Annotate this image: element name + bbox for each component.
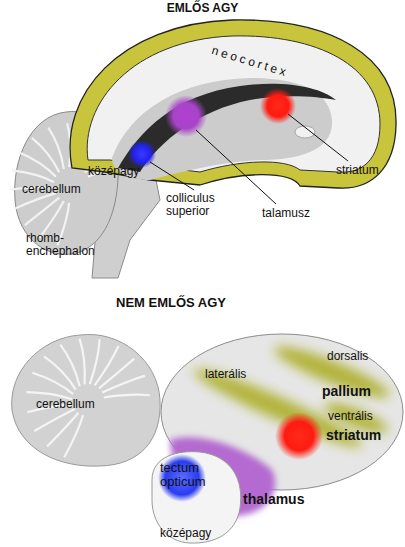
folium-stroke — [99, 359, 134, 389]
folium-stroke — [12, 170, 54, 182]
diagram-title: EMLŐS AGY — [0, 1, 405, 15]
region-label: rhomb- enchephalon — [26, 232, 102, 258]
folium-stroke — [34, 409, 75, 431]
colliculus-spot — [128, 140, 156, 168]
folium-stroke — [90, 339, 100, 384]
region-label: középagy — [160, 527, 211, 540]
mammal-brain — [10, 20, 396, 278]
striatum-spot — [275, 412, 323, 460]
folium-stroke — [60, 345, 79, 387]
region-label: talamusz — [262, 207, 310, 220]
diagram-heading: NEM EMLŐS AGY — [116, 296, 226, 310]
nonmammal-brain — [12, 334, 403, 543]
folium-stroke — [95, 346, 119, 385]
thalamus-spot — [165, 95, 207, 137]
region-label: pallium — [322, 384, 371, 399]
folium-stroke — [102, 376, 145, 393]
region-label: striatum — [326, 428, 381, 443]
cerebrum-outline — [161, 334, 403, 490]
region-label: középagy — [88, 165, 139, 178]
folium-stroke — [32, 138, 59, 172]
region-label: thalamus — [243, 492, 304, 507]
region-label: laterális — [205, 368, 246, 381]
neocortex-band — [70, 20, 396, 188]
leader-line — [288, 114, 348, 161]
region-label: cerebellum — [36, 398, 95, 411]
region-label: striatum — [336, 164, 379, 177]
midbrain-outline — [152, 452, 241, 543]
folium-stroke — [48, 128, 63, 169]
region-label: colliculus superior — [166, 192, 232, 218]
folium-stroke — [104, 395, 150, 398]
region-label: ventrális — [328, 410, 373, 423]
region-label: dorsalis — [327, 350, 368, 363]
striatum-spot — [260, 88, 296, 124]
folium-stroke — [47, 413, 78, 447]
folium-stroke — [64, 415, 83, 457]
cerebellum-folia — [27, 339, 150, 458]
folium-stroke — [80, 339, 85, 385]
dorsal-band — [270, 339, 393, 406]
leader-line — [150, 162, 194, 190]
region-label: cerebellum — [22, 183, 81, 196]
region-label: tectum opticum — [160, 461, 218, 490]
cerebellum-shape — [12, 334, 160, 466]
